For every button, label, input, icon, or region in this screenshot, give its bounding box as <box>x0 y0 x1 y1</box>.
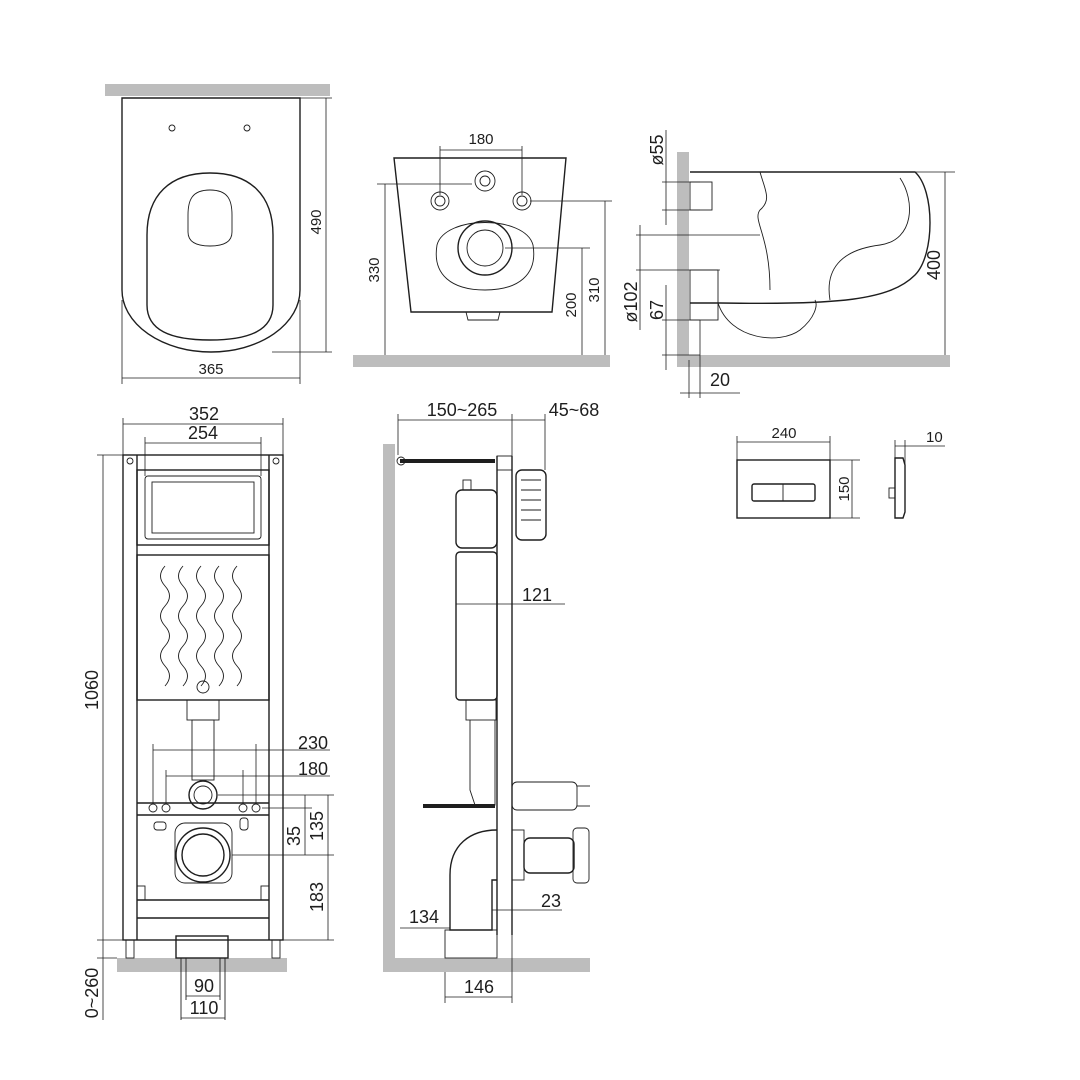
wall-strip <box>105 84 330 96</box>
dim-bowl-width: 365 <box>198 361 223 378</box>
dim-outlet-height: 200 <box>563 292 580 317</box>
frame-side-view: 150~265 45~68 121 23 134 146 <box>383 400 599 1003</box>
inlet-hole <box>474 170 496 192</box>
leg <box>271 939 281 959</box>
inlet-pipe <box>689 181 713 211</box>
bowl-back-outline <box>393 157 567 313</box>
dim-leg-adjust: 0~260 <box>82 968 102 1019</box>
dim-bowl-height: 400 <box>924 250 944 280</box>
inlet-connector <box>511 781 578 811</box>
dim-mount-height: 330 <box>366 257 383 282</box>
bowl-interior <box>828 177 910 301</box>
wall-strip <box>383 444 395 972</box>
bowl-foot <box>465 311 501 321</box>
dim-base-depth: 146 <box>464 977 494 997</box>
dim-flange-depth: 45~68 <box>549 400 600 420</box>
dim-stud-spacing-inner: 180 <box>298 759 328 779</box>
dim-plate-width: 240 <box>771 425 796 442</box>
flush-plate-opening <box>136 469 270 546</box>
outlet-connector <box>523 837 575 874</box>
outlet-housing <box>174 822 233 884</box>
bowl-base <box>717 299 817 339</box>
outlet-pipe <box>689 269 719 321</box>
cistern-top <box>455 489 498 549</box>
outlet-connector <box>175 827 231 883</box>
dim-inlet-diameter: ø55 <box>647 134 667 165</box>
mount-hole <box>168 124 176 132</box>
dim-bolt-spacing: 180 <box>468 131 493 148</box>
dim-stud-height: 135 <box>307 811 327 841</box>
drain-elbow <box>449 829 498 931</box>
mount-hole <box>243 124 251 132</box>
bowl-outline <box>121 97 301 353</box>
dim-stud-spacing-outer: 230 <box>298 733 328 753</box>
bowl-inner-line <box>757 171 771 291</box>
cistern-body <box>455 551 498 701</box>
outlet-ring <box>457 220 513 276</box>
floor-strip <box>353 355 610 367</box>
flush-pipe <box>469 720 496 806</box>
dim-frame-width: 352 <box>189 404 219 424</box>
bowl-side-outline <box>690 171 931 305</box>
dim-stud-offset: 35 <box>284 826 304 846</box>
frame-front-view: 352 254 1060 0~260 230 180 35 135 <box>82 404 334 1020</box>
logo-mark <box>196 680 210 694</box>
floor-strip <box>383 958 590 972</box>
outlet-recess <box>435 222 535 291</box>
drain-pipe <box>175 935 229 959</box>
flush-plate <box>736 459 831 519</box>
leg <box>125 939 135 959</box>
dim-outlet-diameter: ø102 <box>621 281 641 322</box>
bowl-top-view: 490 365 <box>105 84 332 384</box>
frame-outline <box>122 454 284 941</box>
floor-strip <box>117 958 287 972</box>
floor-strip <box>677 355 950 367</box>
flush-plate-view: 240 150 10 <box>736 425 945 519</box>
dim-plate-height: 150 <box>836 476 853 501</box>
dim-inlet-height: 310 <box>586 277 603 302</box>
cistern-panel <box>136 554 270 701</box>
outlet-hole <box>466 229 504 267</box>
dim-frame-height: 1060 <box>82 670 102 710</box>
dim-bowl-length: 490 <box>308 209 325 234</box>
dim-frame-inner-width: 254 <box>188 423 218 443</box>
seat-outline <box>146 172 274 341</box>
inlet-connector <box>188 780 218 810</box>
dim-outlet-center-height: 183 <box>307 882 327 912</box>
seat-hinge-cover <box>187 189 233 247</box>
dim-wall-gap: 20 <box>710 370 730 390</box>
flush-plate-frame <box>515 469 547 541</box>
dim-cistern-depth: 121 <box>522 585 552 605</box>
dim-pipe-offset: 23 <box>541 891 561 911</box>
dim-foot-inner: 90 <box>194 976 214 996</box>
drain-pipe <box>444 929 498 959</box>
flush-plate-profile <box>894 457 906 519</box>
dim-foot-outer: 110 <box>190 998 219 1018</box>
bowl-side-view: ø55 ø102 67 400 20 <box>621 130 955 398</box>
dim-wall-depth: 150~265 <box>427 400 498 420</box>
dim-outlet-offset: 67 <box>647 300 667 320</box>
bowl-back-view: 180 330 200 310 <box>353 131 612 367</box>
dim-plate-thickness: 10 <box>926 429 943 446</box>
dim-pipe-height: 134 <box>409 907 439 927</box>
wall-strip <box>677 152 689 367</box>
flush-buttons <box>751 483 816 502</box>
flush-pipe <box>186 699 220 721</box>
